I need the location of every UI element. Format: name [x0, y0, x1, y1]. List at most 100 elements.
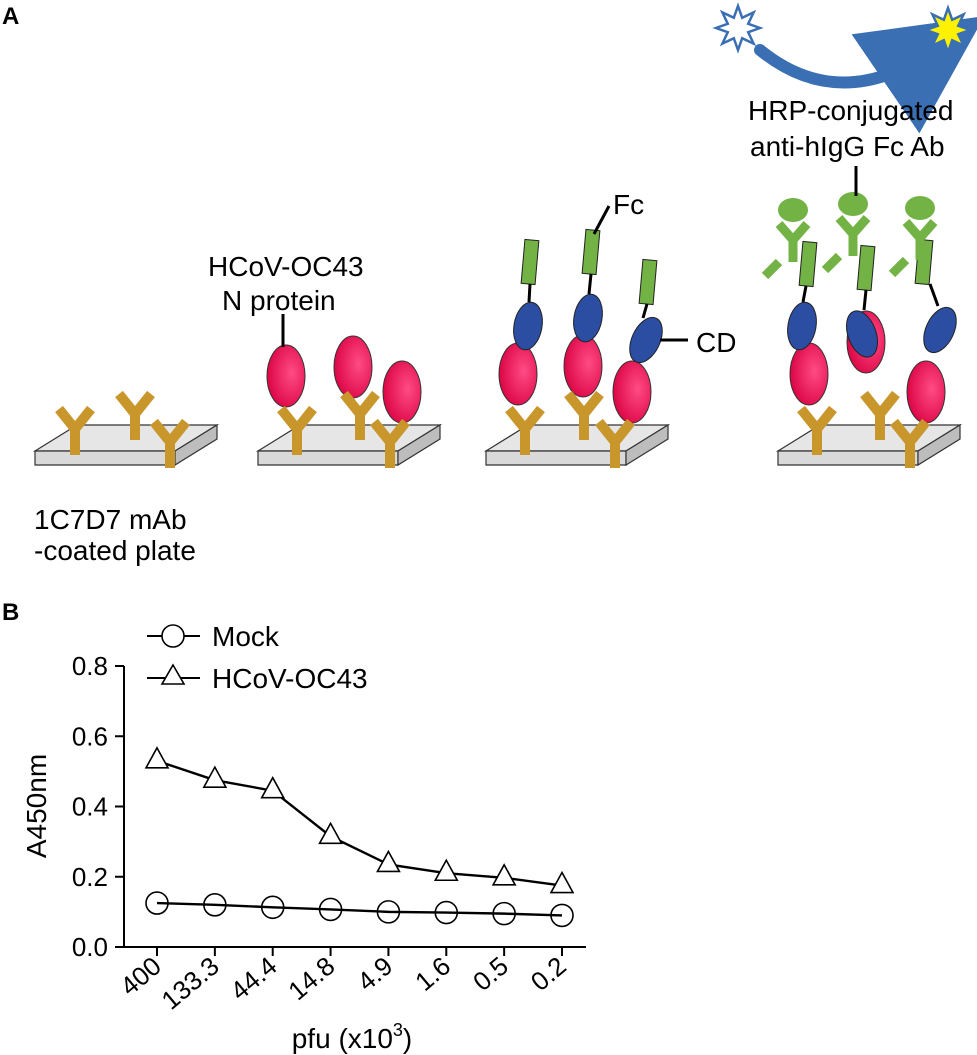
fc-domain: [638, 258, 658, 306]
antibody-arm-right: [813, 405, 837, 433]
panel-a-letter: A: [2, 3, 19, 30]
antibody-arm-right: [71, 405, 95, 433]
mock-point: [145, 891, 169, 915]
antibody-arm-right: [131, 390, 155, 418]
n-protein-label-line1: HCoV-OC43: [208, 251, 364, 282]
plate-front: [777, 450, 919, 466]
cd-domain: [629, 316, 663, 364]
linker: [641, 303, 649, 319]
mock-point: [376, 900, 401, 924]
x-tick-label: 14.8: [282, 951, 340, 1007]
hrp-enzyme: [778, 198, 808, 222]
x-tick-label: 4.9: [351, 951, 398, 997]
panel-b-letter: B: [2, 599, 19, 626]
antibody-arm-right: [386, 418, 410, 446]
conversion-arrow: [754, 16, 977, 134]
n-protein: [789, 342, 829, 406]
n-protein-label-line2: N protein: [222, 285, 336, 316]
n-protein: [612, 360, 652, 424]
coated-plate: [775, 423, 963, 467]
antibody-arm-right: [166, 418, 190, 446]
secondary-antibody: [888, 196, 938, 278]
hcov-oc43-point: [144, 746, 170, 769]
mock-point: [434, 900, 459, 925]
plate-front: [485, 450, 627, 466]
mock-point: [260, 895, 285, 920]
antibody-arm-right: [293, 405, 317, 433]
secondary-antibody: [821, 192, 871, 274]
linker: [862, 289, 868, 311]
capture-antibody: [595, 418, 635, 468]
n-protein: [563, 334, 603, 398]
linker: [928, 283, 940, 307]
x-tick-label: 44.4: [225, 951, 283, 1007]
plate-front: [257, 450, 399, 466]
coated-plate: [32, 423, 220, 467]
hcov-oc43-point: [376, 849, 401, 873]
hcov-oc43-point: [491, 863, 517, 886]
capture-antibody: [505, 405, 545, 455]
plate-label-line1: 1C7D7 mAb: [34, 504, 187, 535]
x-tick-label: 0.5: [467, 951, 514, 997]
plate-front: [34, 450, 176, 466]
hrp-label-line2: anti-hIgG Fc Ab: [750, 131, 945, 162]
n-protein: [498, 342, 538, 406]
pointer-line: [592, 205, 611, 235]
legend-oc43-label: HCoV-OC43: [212, 663, 368, 694]
antibody-arm-right: [580, 390, 604, 418]
signal-star-icon: [922, 4, 974, 56]
linker: [587, 273, 593, 295]
sec-ab-arm: [849, 215, 871, 237]
antibody-arm-right: [876, 390, 900, 418]
y-tick-label: 0.4: [72, 792, 108, 822]
n-protein: [382, 360, 422, 424]
legend-mock-label: Mock: [212, 621, 280, 652]
x-axis-label-base: pfu (x10: [292, 1023, 393, 1054]
fc-domain: [798, 240, 818, 288]
linker: [527, 283, 532, 303]
hcov-oc43-point: [260, 776, 286, 799]
hcov-oc43-point: [549, 870, 575, 894]
fc-domain: [581, 228, 601, 276]
cd-domain: [513, 301, 543, 351]
n-protein: [333, 335, 373, 399]
capture-antibody: [115, 390, 155, 440]
coated-plate: [255, 423, 443, 467]
plate-side: [397, 423, 441, 467]
n-protein: [266, 344, 306, 408]
linker: [801, 285, 808, 303]
cd-domain: [573, 293, 603, 343]
hcov-oc43-point: [318, 821, 343, 845]
antibody-arm-right: [521, 405, 545, 433]
legend-oc43-marker: [160, 663, 186, 685]
antibody-arm-right: [611, 418, 635, 446]
n-protein: [906, 360, 946, 424]
antibody-arm-right: [356, 390, 380, 418]
chart-series: [144, 746, 575, 928]
cd-domain: [923, 306, 957, 354]
y-tick-label: 0.8: [72, 651, 108, 681]
cd-domain: [787, 301, 817, 351]
sec-ab-arm: [789, 221, 811, 243]
capture-antibody: [564, 390, 604, 440]
hrp-enzyme: [838, 192, 868, 216]
capture-antibody: [797, 405, 837, 455]
capture-antibody: [370, 418, 410, 468]
mock-point: [550, 903, 574, 928]
sec-ab-arm: [888, 256, 910, 278]
mock-point: [492, 901, 516, 926]
fc-label: Fc: [613, 189, 644, 220]
sec-ab-arm: [761, 258, 783, 280]
capture-antibody: [277, 405, 317, 455]
x-tick-label: 133.3: [156, 951, 225, 1016]
capture-antibody: [860, 390, 900, 440]
hrp-enzyme: [905, 196, 935, 220]
plate-side: [625, 423, 669, 467]
y-axis-label: A450nm: [21, 754, 52, 858]
legend: Mock HCoV-OC43: [147, 621, 368, 694]
antibody-arm-right: [906, 418, 930, 446]
plate-label-line2: -coated plate: [34, 535, 196, 566]
